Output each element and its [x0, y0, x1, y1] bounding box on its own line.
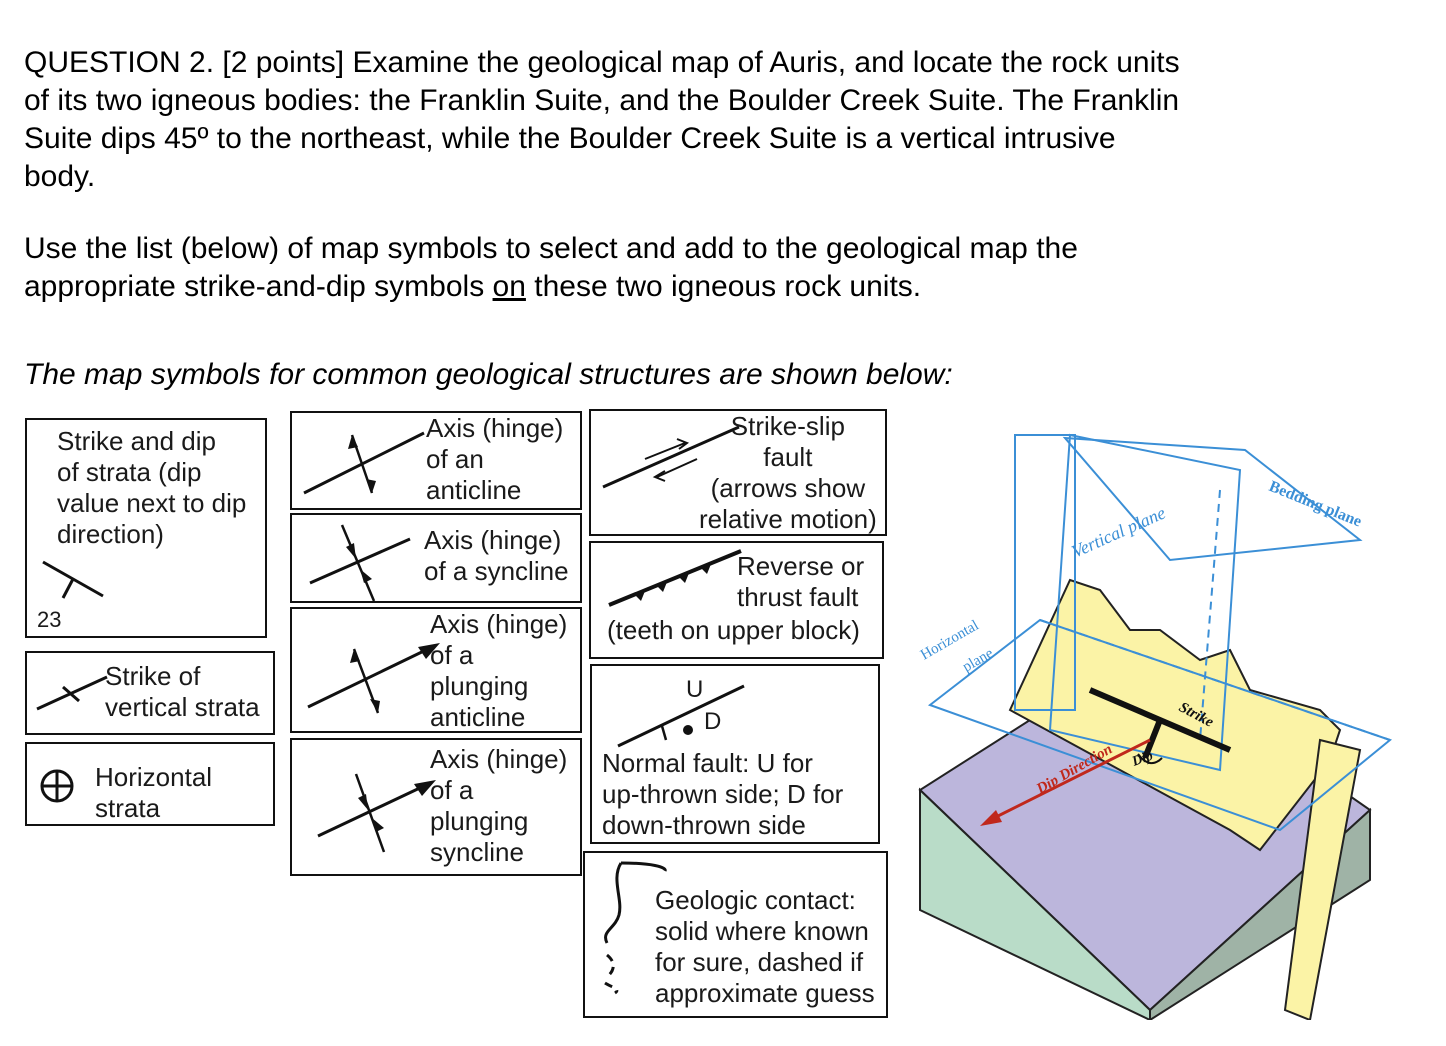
geologic-contact-symbol-icon: [604, 861, 667, 995]
syncline-label: Axis (hinge) of a syncline: [424, 525, 569, 586]
syncline-symbol-icon: [309, 524, 411, 602]
contact-label: Geologic contact: solid where known for …: [655, 885, 875, 1008]
reverse-fault-label: Reverse or thrust fault: [737, 551, 865, 612]
strike-slip-label: Strike-slip fault (arrows show relative …: [699, 411, 877, 534]
legend-intro: The map symbols for common geological st…: [24, 358, 953, 391]
bedding-plane-label: Bedding plane: [1267, 478, 1364, 531]
instruction-line: Use the list (below) of map symbols to s…: [24, 232, 1078, 265]
normal-fault-box: U D Normal fault: U for up-thrown side; …: [590, 664, 880, 844]
contact-box: Geologic contact: solid where known for …: [583, 851, 888, 1018]
reverse-fault-box: Reverse or thrust fault (teeth on upper …: [589, 541, 884, 659]
vertical-strata-box: Strike of vertical strata: [25, 651, 275, 735]
reverse-fault-note: (teeth on upper block): [607, 615, 860, 645]
dip-label: Dip: [1129, 748, 1155, 770]
horizontal-plane-label-2: plane: [960, 645, 996, 675]
vertical-plane: [1048, 433, 1242, 772]
reverse-fault-symbol-icon: [608, 549, 742, 607]
dip-direction-arrow: [989, 738, 1151, 822]
question-line: Suite dips 45º to the northeast, while t…: [24, 122, 1116, 155]
vertical-strata-symbol-icon: [36, 675, 108, 711]
dipping-bed: [1008, 578, 1342, 852]
plunging-syncline-symbol-icon: [317, 773, 436, 853]
bed-front-edge: [1283, 738, 1362, 1020]
strike-dip-symbol-icon: [42, 560, 104, 599]
underlined-on: on: [492, 270, 526, 303]
anticline-symbol-icon: [303, 431, 425, 495]
dip-value: 23: [37, 607, 62, 632]
plunging-anticline-symbol-icon: [307, 643, 440, 714]
horizontal-strata-label: Horizontal strata: [95, 762, 213, 823]
strike-dip-block-diagram: Vertical plane Bedding plane Horizontal …: [918, 433, 1393, 1020]
plunging-anticline-box: Axis (hinge) of a plunging anticline: [290, 607, 582, 733]
bedding-plane: [1062, 436, 1363, 562]
syncline-box: Axis (hinge) of a syncline: [290, 513, 582, 603]
up-thrown-label: U: [686, 676, 704, 703]
normal-fault-label: Normal fault: U for up-thrown side; D fo…: [602, 748, 844, 840]
strike-dip-box: Strike and dip of strata (dip value next…: [25, 418, 267, 638]
anticline-box: Axis (hinge) of an anticline: [290, 411, 582, 510]
vertical-strata-label: Strike of vertical strata: [105, 661, 260, 722]
normal-fault-symbol-icon: [617, 684, 745, 748]
horizontal-strata-symbol-icon: [40, 769, 74, 803]
strike-slip-box: Strike-slip fault (arrows show relative …: [589, 409, 887, 536]
question-line: QUESTION 2. [2 points] Examine the geolo…: [24, 46, 1180, 79]
instruction-text: Use the list (below) of map symbols to s…: [24, 232, 1078, 303]
block-front: [919, 787, 1151, 1020]
vertical-plane-label: Vertical plane: [1068, 503, 1168, 562]
down-thrown-label: D: [704, 708, 722, 735]
dip-tick: [1142, 718, 1163, 760]
plunging-syncline-box: Axis (hinge) of a plunging syncline: [290, 738, 582, 876]
question-line: of its two igneous bodies: the Franklin …: [24, 84, 1180, 117]
plunging-syncline-label: Axis (hinge) of a plunging syncline: [430, 744, 568, 867]
question-text: QUESTION 2. [2 points] Examine the geolo…: [24, 44, 1384, 196]
anticline-label: Axis (hinge) of an anticline: [426, 413, 564, 505]
question-line: body.: [24, 160, 96, 193]
strike-slip-symbol-icon: [602, 425, 740, 489]
horizontal-strata-box: Horizontal strata: [25, 742, 275, 826]
strike-dip-label: Strike and dip of strata (dip value next…: [57, 426, 247, 549]
plunging-anticline-label: Axis (hinge) of a plunging anticline: [430, 609, 568, 732]
